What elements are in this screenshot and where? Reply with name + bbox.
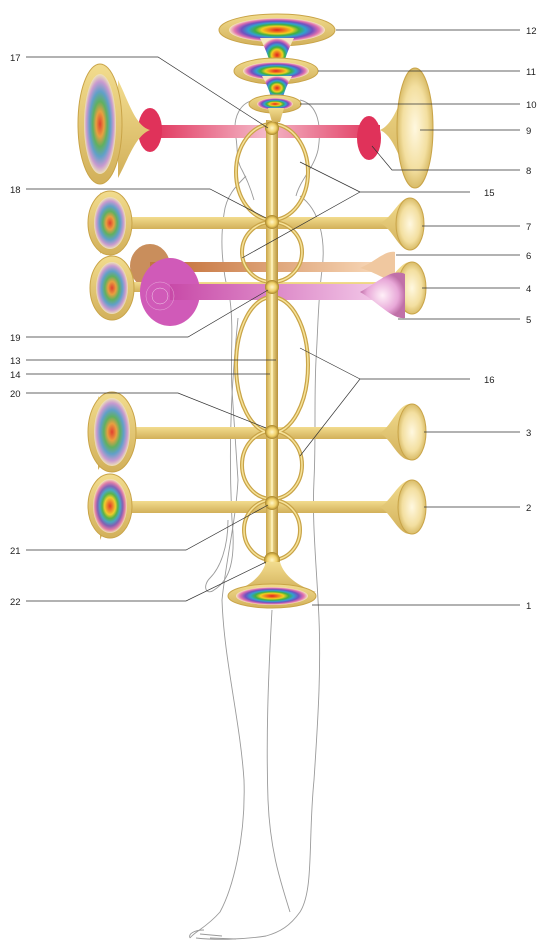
central-column: [264, 120, 280, 568]
label-20: 20: [10, 389, 21, 400]
label-1: 1: [526, 601, 531, 612]
chakra-1-root: [228, 562, 316, 608]
label-18: 18: [10, 185, 21, 196]
label-22: 22: [10, 597, 21, 608]
label-11: 11: [526, 67, 536, 78]
node-ball-20: [265, 425, 279, 439]
label-14: 14: [10, 370, 21, 381]
label-7: 7: [526, 222, 531, 233]
node-ball-17: [265, 121, 279, 135]
label-5: 5: [526, 315, 531, 326]
label-4: 4: [526, 284, 531, 295]
label-10: 10: [526, 100, 537, 111]
node-ball-21: [265, 496, 279, 510]
label-16: 16: [484, 375, 495, 386]
label-13: 13: [10, 356, 21, 367]
label-19: 19: [10, 333, 21, 344]
label-2: 2: [526, 503, 531, 514]
node-ball-19: [265, 280, 279, 294]
label-17: 17: [10, 53, 21, 64]
chakra-7-throat: [88, 191, 424, 255]
node-ball-18: [265, 215, 279, 229]
label-21: 21: [10, 546, 21, 557]
label-12: 12: [526, 26, 537, 37]
label-9: 9: [526, 126, 531, 137]
label-3: 3: [526, 428, 531, 439]
chakra-3-solar: [88, 392, 426, 472]
label-15: 15: [484, 188, 495, 199]
chakra-crown-stack: [219, 14, 335, 122]
label-6: 6: [526, 251, 531, 262]
label-8: 8: [526, 166, 531, 177]
